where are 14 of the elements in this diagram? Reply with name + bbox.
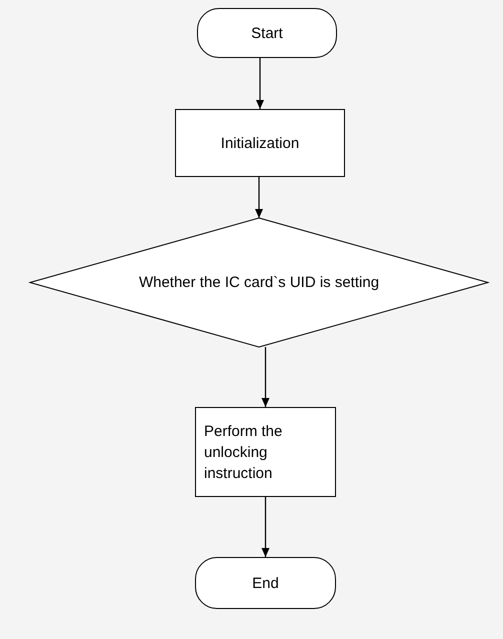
node-label: Perform the unlocking instruction — [204, 422, 284, 484]
arrow — [262, 347, 270, 407]
arrow — [256, 58, 264, 109]
arrow — [255, 177, 263, 218]
node-label: Start — [251, 24, 283, 44]
decision-diamond — [30, 218, 488, 347]
terminal-box — [197, 8, 337, 58]
node-label: Whether the IC card`s UID is setting — [138, 273, 380, 293]
arrow — [262, 497, 270, 557]
node-label: Initialization — [220, 134, 300, 154]
process-box — [175, 109, 345, 177]
process-box — [195, 407, 336, 497]
node-label: End — [252, 574, 279, 594]
terminal-box — [195, 557, 336, 609]
